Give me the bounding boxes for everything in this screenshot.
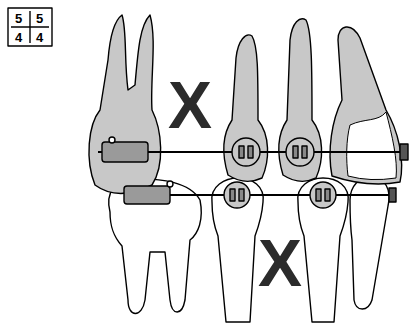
upper-molar [89, 15, 161, 193]
quadrant-number: 4 [36, 31, 43, 44]
bracket-wing [302, 146, 307, 158]
lower-molar [109, 179, 202, 314]
lower-premolar [298, 178, 348, 322]
premolar-bracket [232, 138, 260, 166]
quadrant-line [11, 26, 49, 27]
upper-canine [330, 27, 402, 184]
molar-hook [167, 181, 173, 187]
bracket-wing [316, 189, 321, 201]
wire-stop [400, 144, 408, 160]
canine-enamel [347, 112, 397, 180]
wire-stop [389, 188, 396, 202]
bracket-wing [239, 146, 244, 158]
bracket-wing [293, 146, 298, 158]
upper-premolar [279, 19, 322, 182]
quadrant-number: 5 [36, 12, 43, 25]
bracket-wing [239, 189, 244, 201]
quadrant-number: 4 [15, 31, 22, 44]
bracket-wing [230, 189, 235, 201]
extraction-mark: X [258, 230, 302, 296]
bracket-wing [248, 146, 253, 158]
molar-tube [102, 142, 148, 162]
molar-hook [109, 137, 115, 143]
molar-tube [124, 186, 170, 204]
premolar-bracket [224, 182, 250, 208]
quadrant-number: 5 [15, 12, 22, 25]
bracket-wing [325, 189, 330, 201]
quadrant-box [8, 8, 52, 46]
premolar-bracket [286, 138, 314, 166]
lower-premolar [212, 178, 263, 322]
upper-premolar [224, 35, 268, 181]
extraction-mark: X [168, 72, 212, 138]
premolar-bracket [310, 182, 336, 208]
